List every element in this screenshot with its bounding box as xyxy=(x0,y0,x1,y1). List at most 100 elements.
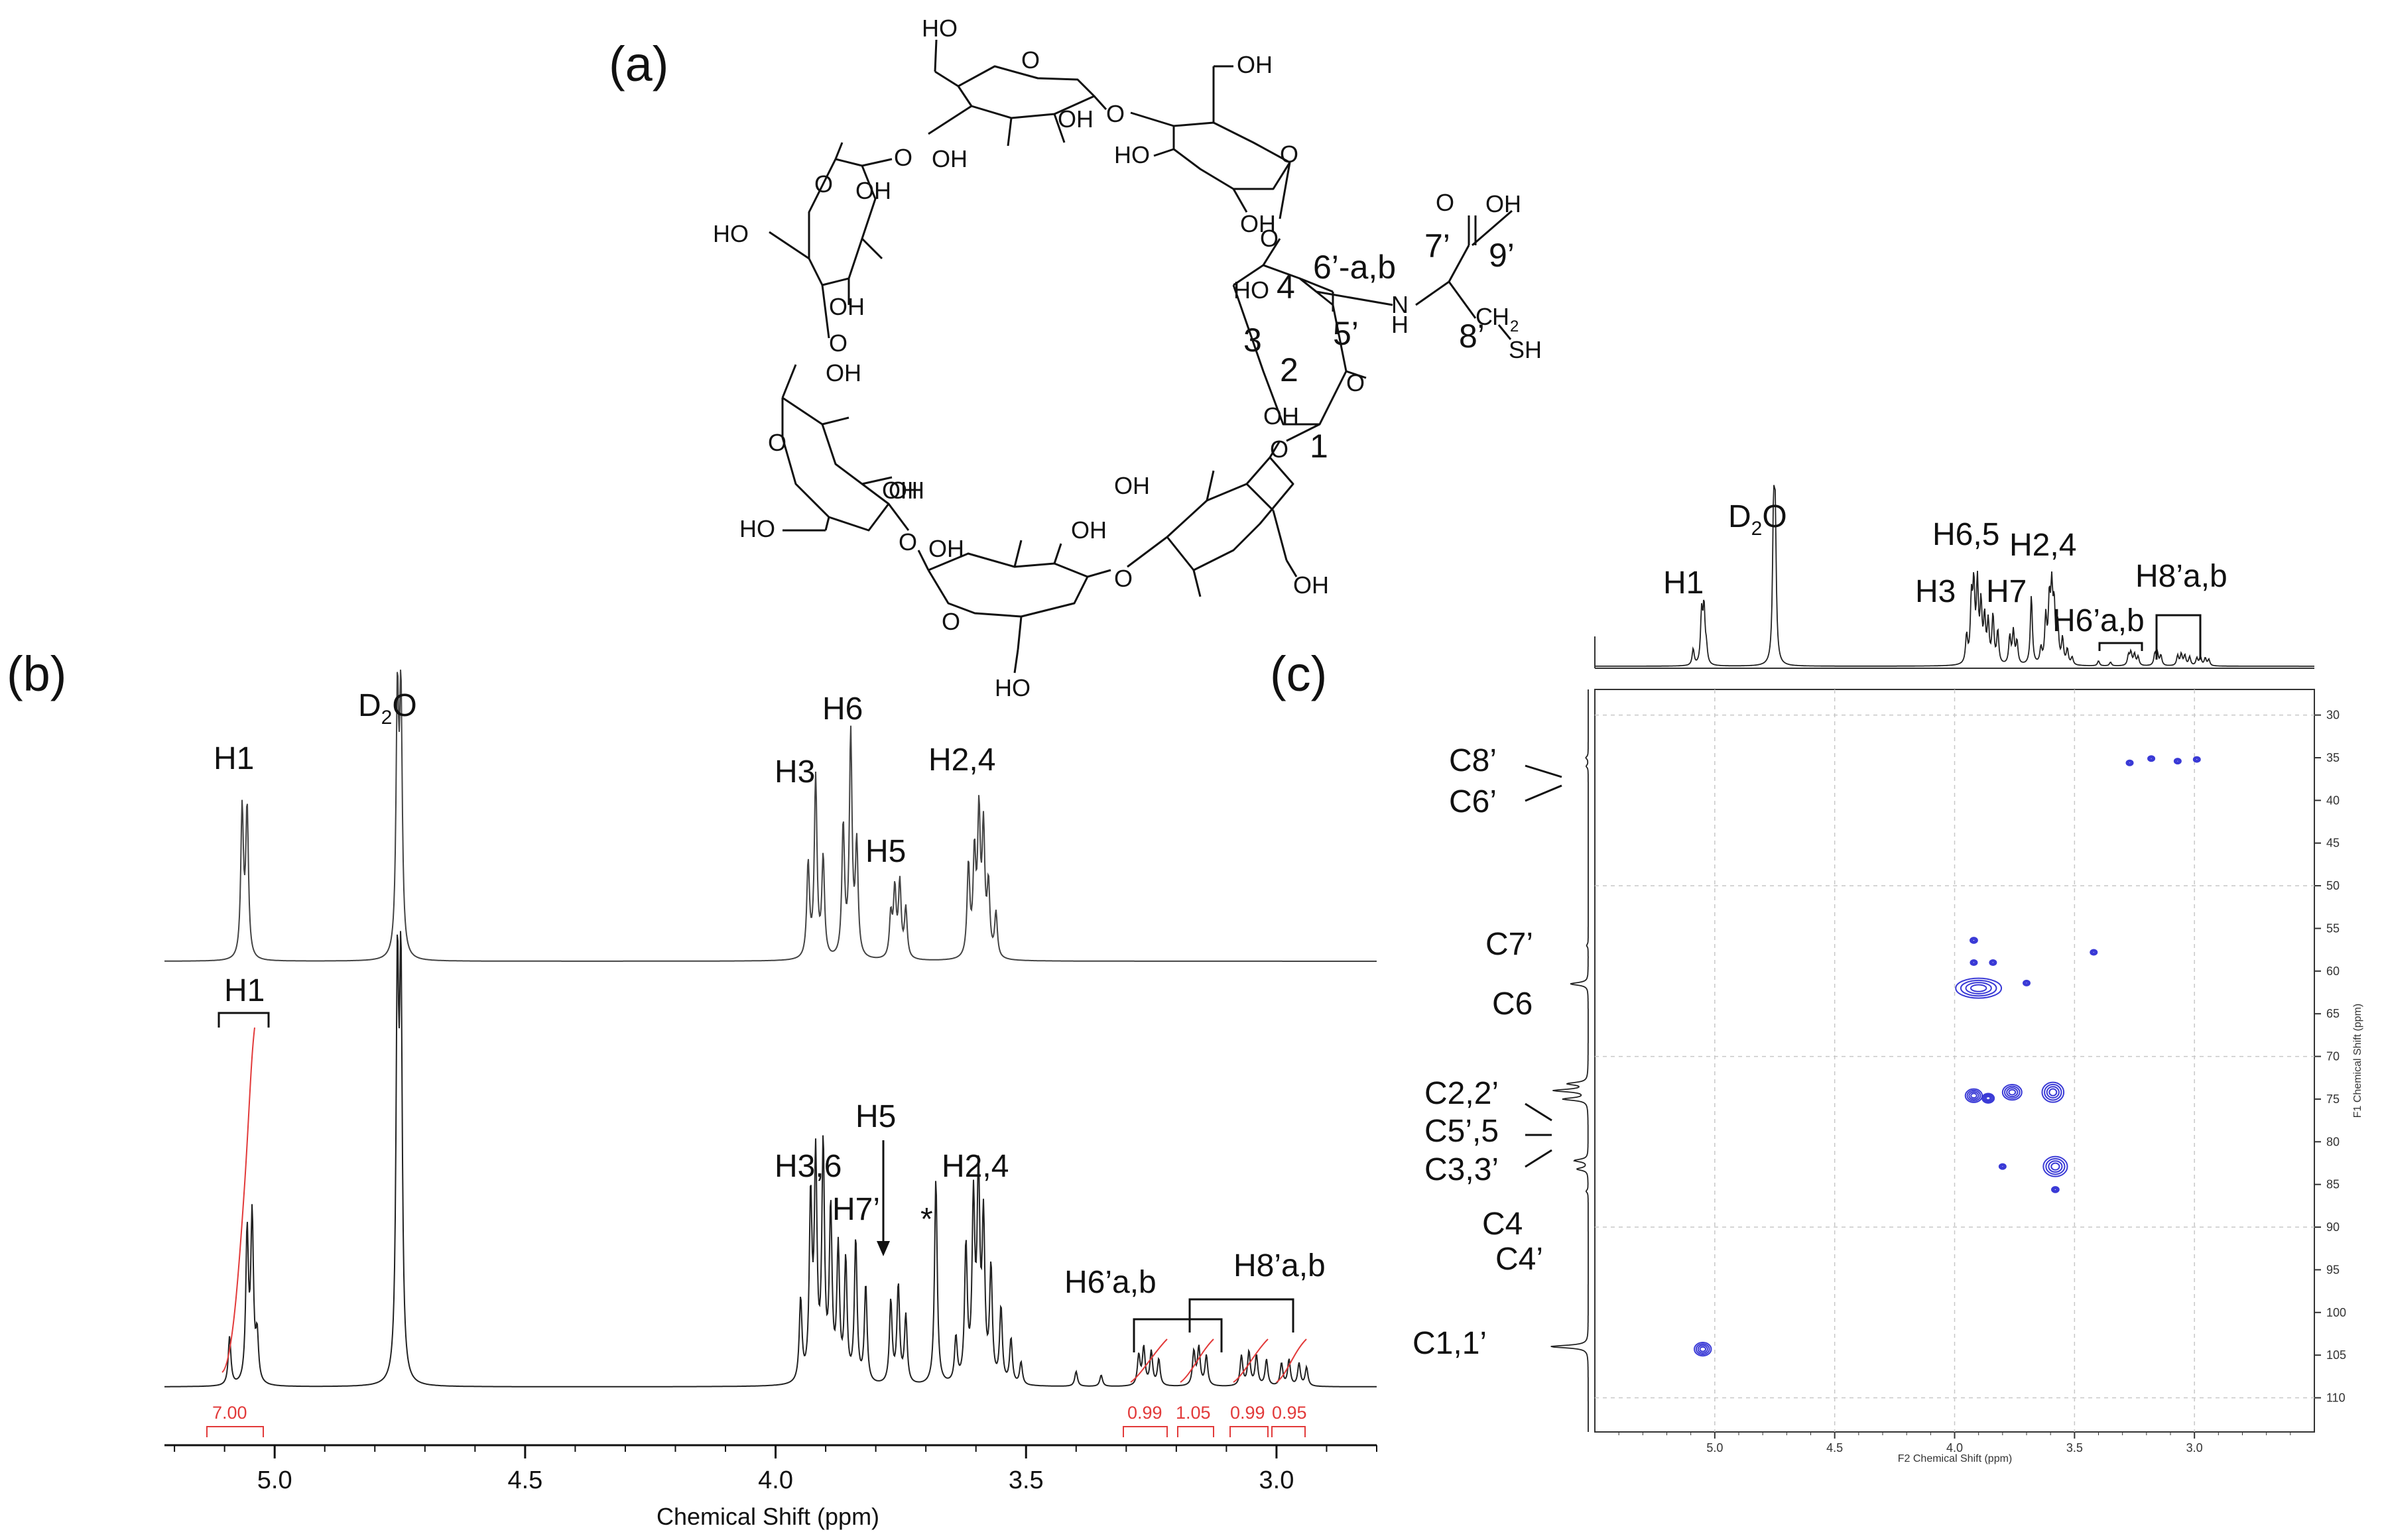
c22-arrow xyxy=(1525,1102,1552,1122)
atom-label: OH xyxy=(855,177,891,204)
atom-label: OH xyxy=(1485,190,1521,217)
carbon-label: C4’ xyxy=(1495,1242,1543,1277)
panel-b-top-labels: H1 D2O H3 H6 H5 H2,4 xyxy=(214,688,995,869)
y-tick-label: 65 xyxy=(2326,1007,2340,1020)
atom-label: C xyxy=(1475,303,1493,330)
peak-label: H1 xyxy=(224,973,265,1008)
contour-ring xyxy=(1981,1093,1995,1104)
h5-arrowhead xyxy=(877,1241,890,1256)
peak-label: H6 xyxy=(822,691,863,727)
contour-ring xyxy=(1972,961,1976,965)
x-tick-label: 3.0 xyxy=(1259,1466,1294,1494)
peak-label: H3,6 xyxy=(775,1149,842,1184)
cross-peak xyxy=(1998,1163,2007,1170)
contour-ring xyxy=(2176,759,2180,763)
h1-bracket xyxy=(218,1012,270,1028)
atom-label: O xyxy=(1346,369,1365,396)
contour-ring xyxy=(1972,938,1976,942)
cross-peak xyxy=(2051,1186,2060,1193)
peak-label: H2,4 xyxy=(942,1149,1009,1184)
cross-peak xyxy=(2023,979,2031,986)
glucose-ring-4 xyxy=(1127,440,1298,597)
peak-label: H2,4 xyxy=(2009,528,2076,563)
cross-peak xyxy=(2001,1084,2023,1101)
contour-ring xyxy=(2048,1088,2058,1096)
atom-label-subscript: 2 xyxy=(1510,318,1519,335)
x-tick-label: 4.5 xyxy=(507,1466,542,1494)
atom-label: O xyxy=(1280,141,1298,168)
contour-ring xyxy=(2048,1160,2063,1173)
contour-ring xyxy=(1699,1346,1707,1352)
contour-ring xyxy=(2008,1089,2017,1096)
peak-label: H7’ xyxy=(832,1192,880,1227)
atom-label: O xyxy=(1260,225,1279,252)
panel-c-top-projection xyxy=(1595,485,2314,667)
x-tick-label: 4.5 xyxy=(1826,1441,1843,1454)
panel-b-label: (b) xyxy=(7,646,66,701)
carbon-label: C2,2’ xyxy=(1424,1076,1499,1111)
position-label: 7’ xyxy=(1424,227,1450,265)
panel-c-cross-peaks xyxy=(1694,755,2201,1357)
atom-label: O xyxy=(829,329,847,357)
integral-curve xyxy=(1276,1338,1307,1383)
cross-peak xyxy=(1970,937,1978,944)
carbon-label: C3,3’ xyxy=(1424,1152,1499,1187)
glucose-ring-6 xyxy=(781,364,910,532)
panel-b-bottom-labels: H1 H3,6 H5 H7’ H2,4 * H6’a,b H8’a,b xyxy=(218,973,1326,1352)
contour-ring xyxy=(2045,1157,2066,1175)
y-tick-label: 30 xyxy=(2326,709,2340,722)
carbon-label: C1,1’ xyxy=(1412,1326,1487,1361)
atom-label: HO xyxy=(1114,141,1150,168)
contour-ring xyxy=(2041,1081,2065,1103)
atom-label: HO xyxy=(995,674,1031,701)
peak-label: H1 xyxy=(1663,565,1704,601)
contour-ring xyxy=(1970,984,1987,992)
glucose-ring-5 xyxy=(917,540,1111,674)
x-tick-label: 3.5 xyxy=(1009,1466,1044,1494)
contour-ring xyxy=(2149,756,2153,760)
carbon-label: C8’ xyxy=(1449,743,1497,778)
integral-curve xyxy=(1130,1338,1168,1383)
cross-peak xyxy=(1989,959,1997,966)
cross-peak xyxy=(2042,1155,2068,1177)
atom-label: O xyxy=(1106,100,1125,127)
contour-ring xyxy=(2001,1084,2023,1101)
cross-peak xyxy=(2192,756,2201,763)
contour-ring xyxy=(2004,1085,2021,1099)
atom-label: OH xyxy=(928,535,964,562)
contour-ring xyxy=(1966,1089,1981,1102)
cross-peak xyxy=(1970,959,1978,966)
y-tick-label: 75 xyxy=(2326,1093,2340,1106)
contour-ring xyxy=(2042,1155,2068,1177)
atom-label: HO xyxy=(713,220,749,247)
atom-label: O xyxy=(1270,436,1288,463)
atom-label: O xyxy=(1021,46,1040,74)
contour-ring xyxy=(1964,1088,1983,1103)
position-label: 8’ xyxy=(1459,318,1485,355)
panel-c-grid xyxy=(1595,689,2314,1432)
contour-ring xyxy=(1983,1094,1994,1103)
cross-peak xyxy=(2041,1081,2065,1103)
atom-label: OH xyxy=(1071,516,1107,544)
panel-c-top-labels: H1 D2O H3 H6,5 H7 H2,4 H6’a,b H8’a,b xyxy=(1663,499,2227,660)
atom-label: OH xyxy=(1263,402,1299,430)
contour-ring xyxy=(1965,982,1992,994)
c8-arrow xyxy=(1525,764,1562,778)
position-label: 5’ xyxy=(1333,315,1359,352)
spectrum-line-bottom xyxy=(164,931,1377,1388)
atom-label: O xyxy=(899,528,917,556)
h8-bracket xyxy=(2155,614,2202,660)
position-label: 3 xyxy=(1243,322,1262,359)
h6-bracket xyxy=(1133,1318,1223,1352)
h8-bracket xyxy=(1188,1298,1294,1333)
integral-curve xyxy=(1233,1338,1269,1383)
peak-label: D2O xyxy=(358,688,417,729)
peak-label-subscript: 2 xyxy=(381,707,393,729)
y-tick-label: 50 xyxy=(2326,879,2340,892)
position-label: 2 xyxy=(1280,351,1298,388)
integral-bracket xyxy=(1177,1426,1214,1437)
atom-label: HO xyxy=(1233,276,1269,304)
position-label: 6’-a,b xyxy=(1313,249,1396,286)
